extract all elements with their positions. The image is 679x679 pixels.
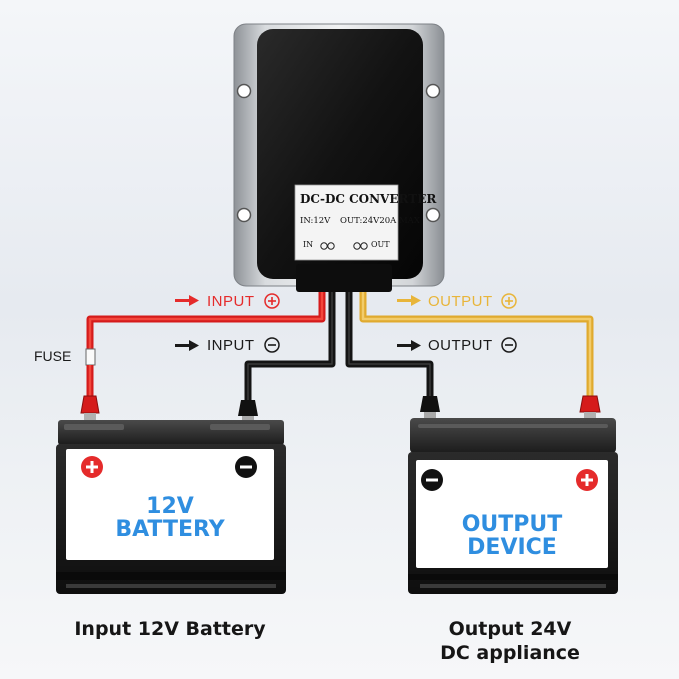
converter-in-label: IN (303, 240, 314, 249)
converter-output-spec: OUT:24V20A MAX (340, 216, 420, 226)
output-negative-label: OUTPUT (428, 337, 493, 354)
caption-output-line1: Output 24V (448, 618, 572, 640)
mount-hole (425, 207, 441, 223)
mount-hole (236, 83, 252, 99)
plus-circle-icon (576, 469, 598, 491)
fuse-icon (85, 348, 96, 366)
arrow-right-icon (175, 340, 199, 351)
fuse-label: FUSE (34, 348, 72, 364)
output-positive-label: OUTPUT (428, 293, 493, 310)
minus-circle-icon (264, 337, 280, 353)
caption-input-battery: Input 12V Battery (74, 618, 266, 640)
device-label-line2: DEVICE (467, 535, 557, 560)
arrow-right-icon (175, 295, 199, 306)
converter-out-label: OUT (371, 240, 390, 249)
device-label-line1: OUTPUT (461, 512, 563, 537)
minus-circle-icon (235, 456, 257, 478)
battery-voltage-label: 12V (146, 494, 194, 519)
mount-hole (236, 207, 252, 223)
plus-circle-icon (81, 456, 103, 478)
arrow-right-icon (397, 340, 421, 351)
battery-12v (56, 420, 286, 594)
arrow-right-icon (397, 295, 421, 306)
converter-title: DC-DC CONVERTER (300, 192, 437, 206)
input-positive-label: INPUT (207, 293, 255, 310)
minus-circle-icon (501, 337, 517, 353)
mount-hole (425, 83, 441, 99)
battery-name-label: BATTERY (115, 517, 225, 542)
converter-label-panel (294, 184, 399, 261)
input-negative-label: INPUT (207, 337, 255, 354)
caption-output-line2: DC appliance (440, 642, 580, 664)
output-device (408, 418, 618, 594)
minus-circle-icon (421, 469, 443, 491)
plus-circle-icon (501, 293, 517, 309)
dc-dc-converter (233, 23, 445, 292)
plus-circle-icon (264, 293, 280, 309)
converter-input-spec: IN:12V (300, 216, 331, 226)
